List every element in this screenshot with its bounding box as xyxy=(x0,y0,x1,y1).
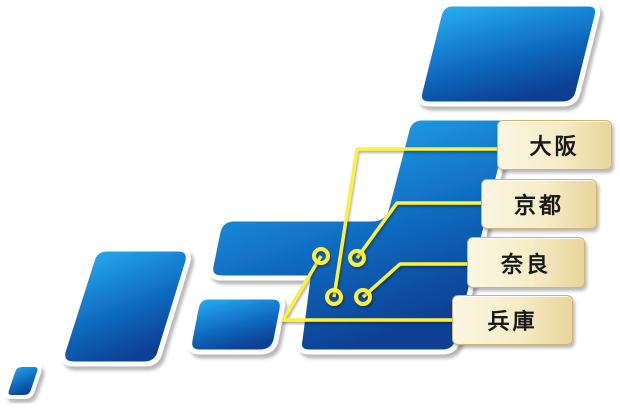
node-kyoto-icon xyxy=(348,249,366,267)
label-hyogo[interactable]: 兵庫 xyxy=(452,295,573,345)
region-kyushu xyxy=(60,246,191,367)
label-osaka[interactable]: 大阪 xyxy=(497,120,612,170)
label-kyoto[interactable]: 京都 xyxy=(481,179,597,229)
node-osaka-icon xyxy=(325,288,343,306)
label-nara-text: 奈良 xyxy=(500,252,551,278)
connector-hyogo xyxy=(281,255,455,322)
label-osaka-text: 大阪 xyxy=(529,135,580,160)
region-hokkaido xyxy=(417,1,601,107)
node-nara-icon xyxy=(354,288,372,306)
connector-nara xyxy=(361,262,470,299)
label-nara[interactable]: 奈良 xyxy=(467,237,585,288)
region-shikoku xyxy=(187,294,285,355)
region-okinawa xyxy=(4,363,42,399)
node-hyogo-icon xyxy=(312,247,330,265)
connector-kyoto xyxy=(355,201,484,260)
label-kyoto-text: 京都 xyxy=(513,194,564,219)
connector-nodes xyxy=(312,247,372,306)
connector-lines xyxy=(281,147,500,322)
connector-osaka xyxy=(332,147,500,298)
label-hyogo-text: 兵庫 xyxy=(487,310,538,335)
